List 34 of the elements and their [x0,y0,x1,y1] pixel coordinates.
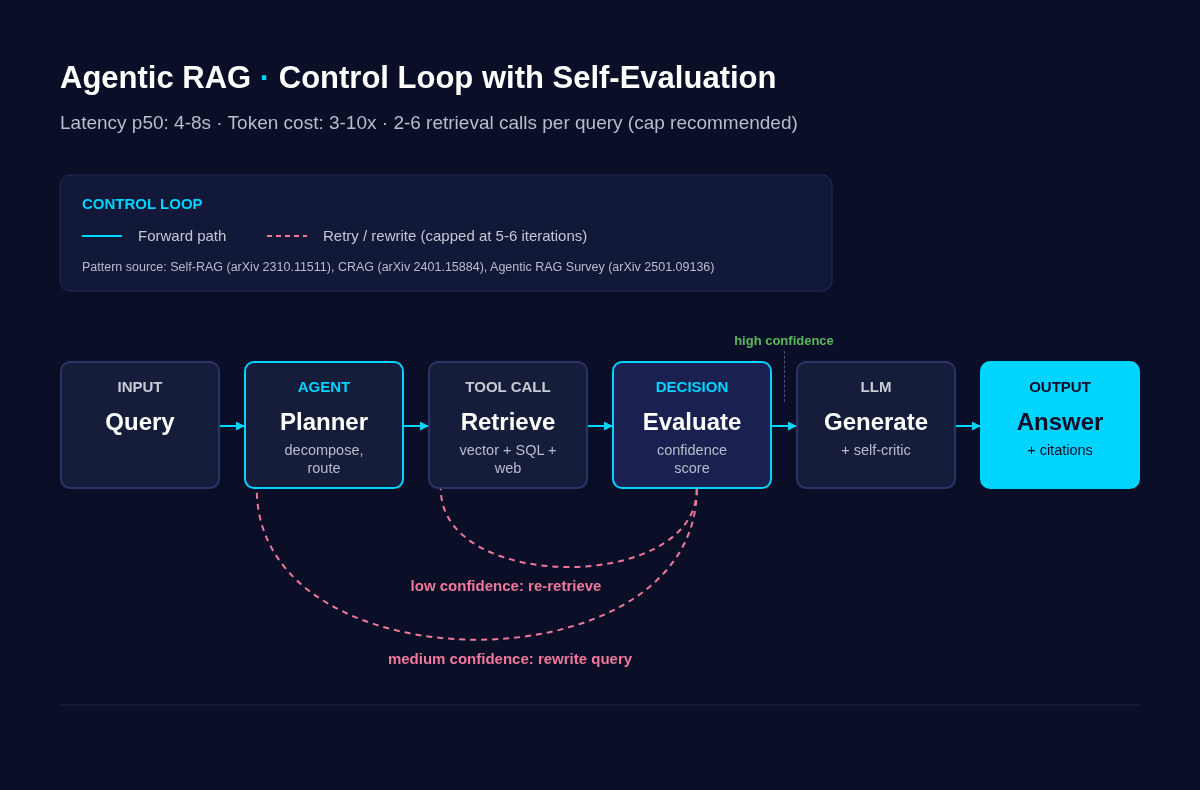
source-note: Pattern source: Self-RAG (arXiv 2310.11511), CRAG (arXiv 2401.15884), Agentic RAG Survey (arXiv 2501.09136) [82,260,715,274]
node-description: decompose, route [283,441,365,477]
arrow [955,421,981,431]
node-title: Generate [822,408,930,436]
legend-heading: CONTROL LOOP [82,195,203,212]
node-title: Retrieve [459,408,557,436]
node-title: Query [104,408,176,436]
node-description: + self-critic [840,441,912,459]
node-title: Answer [1015,408,1105,436]
output-box [980,361,1140,489]
node-description: vector + SQL + web [458,441,558,477]
decision-box [612,361,772,489]
node-category: DECISION [654,378,730,395]
arrow [403,421,429,431]
legend-text: Forward path [138,227,227,244]
arrow [219,421,245,431]
node-category: INPUT [116,378,164,395]
subtitle: Latency p50: 4-8s · Token cost: 3-10x · 2-6 retrieval calls per query (cap recommended) [60,112,798,134]
title: Agentic RAG · Control Loop with Self-Evaluation [60,60,777,96]
node-category: LLM [859,378,893,395]
node-title: Evaluate [641,408,743,436]
process-box [60,361,220,489]
node-description: + citations [1026,441,1094,459]
arrow [587,421,613,431]
node-title: Planner [279,408,369,436]
process-box [796,361,956,489]
node-category: TOOL CALL [464,378,552,395]
process-box [428,361,588,489]
legend-text: Retry / rewrite (capped at 5-6 iterations) [323,227,588,244]
node-category: OUTPUT [1028,378,1092,395]
agent-box [244,361,404,489]
node-description: confidence score [655,441,729,477]
arrow [771,421,797,431]
node-category: AGENT [296,378,352,395]
